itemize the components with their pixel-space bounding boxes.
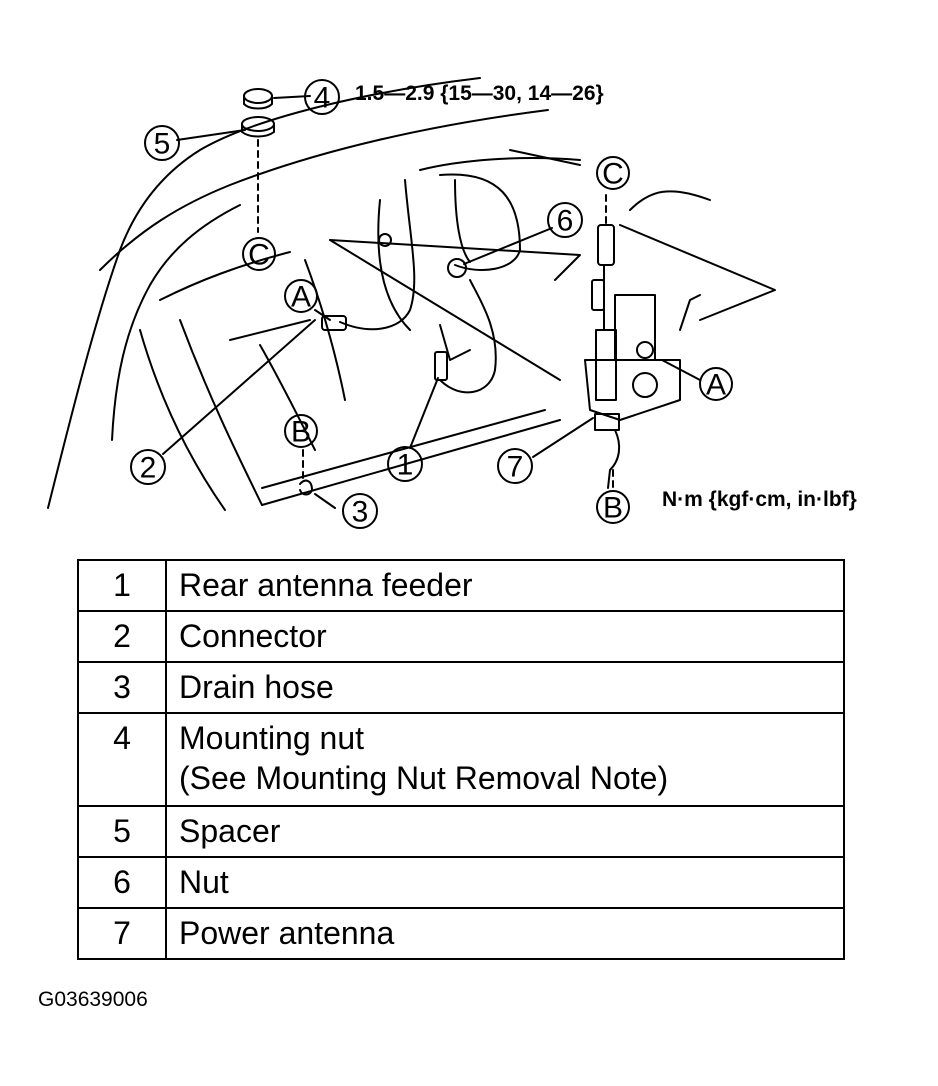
callout-5: 5 (154, 128, 171, 161)
body-panel-lines (47, 77, 776, 511)
part-name: Mounting nut (See Mounting Nut Removal N… (165, 712, 845, 807)
torque-spec: 1.5—2.9 {15—30, 14—26} (355, 82, 604, 105)
callout-6: 6 (557, 205, 574, 238)
part-number: 7 (77, 907, 167, 960)
part-number: 4 (77, 712, 167, 807)
callout-3: 3 (352, 496, 369, 529)
part-number: 6 (77, 856, 167, 909)
connection-label-b-left: B (291, 416, 311, 449)
table-row: 3 Drain hose (77, 661, 845, 714)
part-name: Spacer (165, 805, 845, 858)
figure-id: G03639006 (38, 988, 148, 1011)
connection-label-b-right: B (603, 492, 623, 525)
power-antenna-assembly (584, 224, 701, 489)
part-number: 1 (77, 559, 167, 612)
part-note-text: (See Mounting Nut Removal Note) (179, 760, 669, 796)
connection-label-c-right: C (602, 158, 624, 191)
part-name-text: Mounting nut (179, 720, 365, 756)
table-row: 5 Spacer (77, 805, 845, 858)
callout-2: 2 (140, 452, 157, 485)
exploded-view-diagram: 4 5 6 2 1 7 3 C C A A B B 1.5—2.9 {15—30… (47, 77, 857, 529)
connection-label-a-left: A (291, 281, 311, 314)
units-note: N·m {kgf·cm, in·lbf} (662, 488, 857, 511)
antenna-feeder-cable (321, 179, 497, 394)
part-number: 2 (77, 610, 167, 663)
callout-7: 7 (507, 451, 524, 484)
callout-4: 4 (314, 82, 331, 115)
table-row: 2 Connector (77, 610, 845, 663)
connection-label-a-right: A (706, 369, 726, 402)
part-name: Power antenna (165, 907, 845, 960)
part-name: Rear antenna feeder (165, 559, 845, 612)
part-name: Drain hose (165, 661, 845, 714)
mounting-nut-and-spacer (241, 88, 467, 496)
table-row: 7 Power antenna (77, 907, 845, 960)
part-number: 5 (77, 805, 167, 858)
parts-legend-table: 1 Rear antenna feeder 2 Connector 3 Drai… (77, 559, 845, 960)
leader-lines (162, 95, 701, 509)
part-name: Connector (165, 610, 845, 663)
table-row: 6 Nut (77, 856, 845, 909)
table-row: 1 Rear antenna feeder (77, 559, 845, 612)
connection-dashes (257, 139, 614, 491)
part-number: 3 (77, 661, 167, 714)
callout-circles (130, 79, 733, 529)
callout-1: 1 (397, 449, 414, 482)
connection-label-c-left: C (248, 239, 270, 272)
table-row: 4 Mounting nut (See Mounting Nut Removal… (77, 712, 845, 807)
part-name: Nut (165, 856, 845, 909)
